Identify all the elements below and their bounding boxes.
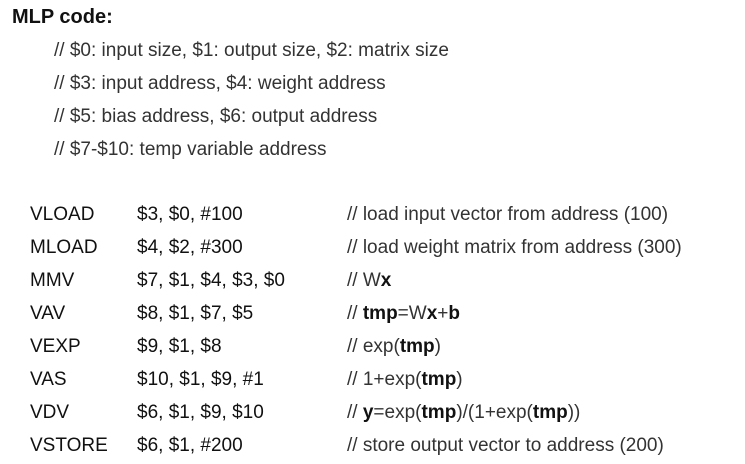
instruction-opcode: VEXP [30, 336, 81, 357]
comment-run: =exp( [373, 402, 422, 423]
instruction-opcode: VAS [30, 369, 67, 390]
header-comment-line: // $5: bias address, $6: output address [54, 106, 378, 127]
comment-run: // store output vector to address (200) [347, 435, 664, 456]
comment-run: ) [434, 336, 441, 357]
comment-run: // [347, 303, 363, 324]
comment-bold-run: tmp [421, 402, 457, 423]
header-comment-line: // $7-$10: temp variable address [54, 139, 327, 160]
instruction-opcode: MMV [30, 270, 75, 291]
comment-bold-run: tmp [421, 369, 457, 390]
instruction-comment: // load input vector from address (100) [347, 198, 668, 231]
instruction-opcode: VAV [30, 303, 66, 324]
page-title: MLP code: [12, 6, 113, 28]
comment-bold-run: y [362, 402, 374, 423]
comment-run: =W [397, 303, 427, 324]
comment-bold-run: b [448, 303, 460, 324]
comment-run: )) [567, 402, 581, 423]
instruction-operands: $6, $1, #200 [137, 435, 243, 456]
instruction-opcode: VDV [30, 402, 70, 423]
comment-run: // [347, 402, 363, 423]
instruction-opcode: VSTORE [30, 435, 108, 456]
comment-run: ) [456, 369, 463, 390]
comment-bold-run: x [426, 303, 438, 324]
instruction-comment: // tmp=Wx+b [347, 297, 460, 330]
instruction-comment: // exp(tmp) [347, 330, 441, 363]
instruction-comment: // store output vector to address (200) [347, 429, 664, 462]
comment-run: // load weight matrix from address (300) [347, 237, 682, 258]
instruction-comment: // Wx [347, 264, 391, 297]
instruction-operands: $7, $1, $4, $3, $0 [137, 270, 285, 291]
header-comment-line: // $0: input size, $1: output size, $2: … [54, 40, 449, 61]
comment-bold-run: tmp [362, 303, 398, 324]
comment-run: // 1+exp( [347, 369, 422, 390]
instruction-comment: // 1+exp(tmp) [347, 363, 463, 396]
instruction-comment: // y=exp(tmp)/(1+exp(tmp)) [347, 396, 580, 429]
comment-bold-run: x [380, 270, 392, 291]
comment-bold-run: tmp [532, 402, 568, 423]
comment-run: // W [347, 270, 381, 291]
comment-run: // exp( [347, 336, 400, 357]
instruction-operands: $8, $1, $7, $5 [137, 303, 254, 324]
comment-run: // load input vector from address (100) [347, 204, 669, 225]
header-comment-line: // $3: input address, $4: weight address [54, 73, 386, 94]
instruction-operands: $3, $0, #100 [137, 204, 243, 225]
comment-bold-run: tmp [399, 336, 435, 357]
instruction-operands: $4, $2, #300 [137, 237, 243, 258]
instruction-opcode: VLOAD [30, 204, 95, 225]
instruction-opcode: MLOAD [30, 237, 98, 258]
instruction-operands: $9, $1, $8 [137, 336, 222, 357]
header-comments: // $0: input size, $1: output size, $2: … [54, 34, 449, 166]
comment-run: )/(1+exp( [456, 402, 533, 423]
instruction-operands: $10, $1, $9, #1 [137, 369, 264, 390]
instruction-comment: // load weight matrix from address (300) [347, 231, 682, 264]
instruction-operands: $6, $1, $9, $10 [137, 402, 264, 423]
comment-run: + [437, 303, 449, 324]
